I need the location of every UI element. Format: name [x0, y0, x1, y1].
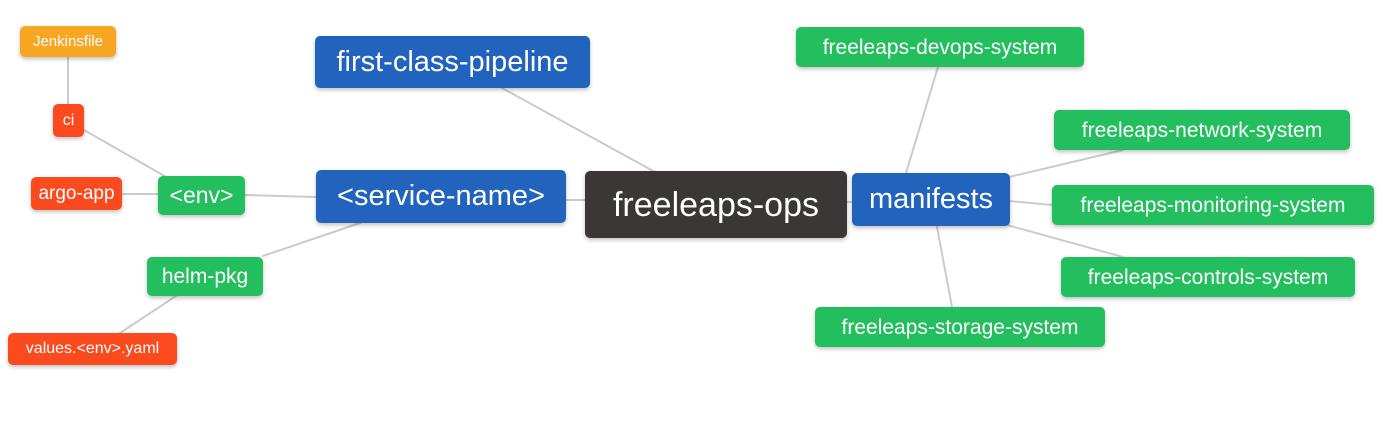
- node-ci[interactable]: ci: [53, 104, 84, 137]
- node-helm-pkg[interactable]: helm-pkg: [147, 257, 263, 296]
- node-env[interactable]: <env>: [158, 176, 245, 215]
- node-freeleaps-ops[interactable]: freeleaps-ops: [585, 171, 847, 238]
- node-argo-app[interactable]: argo-app: [31, 177, 122, 210]
- edge-values-env-yaml-to-helm-pkg: [119, 295, 177, 334]
- node-freeleaps-storage-system[interactable]: freeleaps-storage-system: [815, 307, 1105, 347]
- node-values-env-yaml[interactable]: values.<env>.yaml: [8, 333, 177, 365]
- edge-freeleaps-devops-system-to-manifests: [905, 66, 939, 174]
- node-freeleaps-devops-system[interactable]: freeleaps-devops-system: [796, 27, 1084, 67]
- node-freeleaps-controls-system[interactable]: freeleaps-controls-system: [1061, 257, 1355, 297]
- node-service-name[interactable]: <service-name>: [316, 170, 566, 223]
- edge-manifests-to-freeleaps-network-system: [1008, 149, 1124, 178]
- edge-manifests-to-freeleaps-storage-system: [936, 226, 953, 308]
- edge-ci-to-env: [83, 129, 169, 179]
- edge-env-to-service-name: [244, 194, 317, 198]
- node-freeleaps-network-system[interactable]: freeleaps-network-system: [1054, 110, 1350, 150]
- edge-manifests-to-freeleaps-controls-system: [1006, 224, 1124, 258]
- edge-first-class-pipeline-to-freeleaps-ops: [501, 87, 656, 173]
- node-first-class-pipeline[interactable]: first-class-pipeline: [315, 36, 590, 88]
- node-jenkinsfile[interactable]: Jenkinsfile: [20, 26, 116, 57]
- edge-helm-pkg-to-service-name: [262, 222, 361, 257]
- node-freeleaps-monitoring-system[interactable]: freeleaps-monitoring-system: [1052, 185, 1374, 225]
- node-manifests[interactable]: manifests: [852, 173, 1010, 226]
- edge-manifests-to-freeleaps-monitoring-system: [1008, 200, 1053, 206]
